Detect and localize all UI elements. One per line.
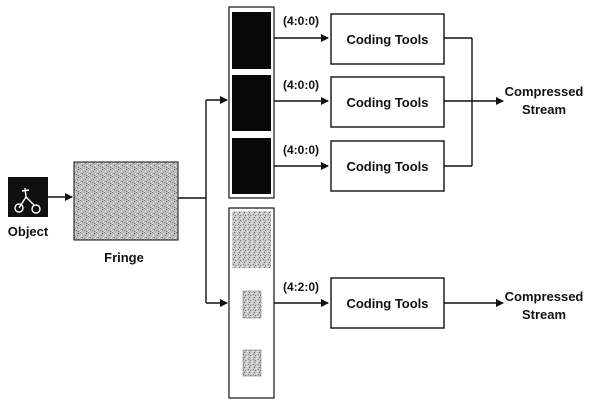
mono-frame-2 <box>232 75 271 131</box>
coding-tools-box-3: Coding Tools <box>331 141 444 191</box>
coding-tools-box-1: Coding Tools <box>331 14 444 64</box>
mono-branch-3: (4:0:0) <box>274 143 328 166</box>
object-node: Object <box>8 177 49 239</box>
mono-branch-2: (4:0:0) <box>274 78 328 101</box>
upper-output-connectors <box>444 38 503 166</box>
lower-compressed-stream-label: Compressed Stream <box>505 289 584 322</box>
mono-format-label-2: (4:0:0) <box>283 78 319 92</box>
coding-tools-label-2: Coding Tools <box>346 95 428 110</box>
coding-tools-label-1: Coding Tools <box>346 32 428 47</box>
fringe-pattern <box>74 162 178 240</box>
object-label: Object <box>8 224 49 239</box>
fringe-node: Fringe <box>74 162 178 265</box>
mono-branch-1: (4:0:0) <box>274 14 328 38</box>
color-format-label: (4:2:0) <box>283 280 319 294</box>
mono-format-label-1: (4:0:0) <box>283 14 319 28</box>
object-image <box>8 177 48 217</box>
color-frame-stack <box>229 208 274 398</box>
fringe-label: Fringe <box>104 250 144 265</box>
chroma-frame-1 <box>243 291 261 318</box>
upper-compressed-stream-label: Compressed Stream <box>505 84 584 117</box>
mono-frame-1 <box>232 12 271 69</box>
lower-output-line-1: Compressed <box>505 289 584 304</box>
mono-frame-3 <box>232 138 271 194</box>
coding-tools-box-4: Coding Tools <box>331 278 444 328</box>
color-branch: (4:2:0) <box>274 280 328 303</box>
chroma-frame-2 <box>243 350 261 376</box>
coding-tools-box-2: Coding Tools <box>331 77 444 127</box>
upper-output-line-1: Compressed <box>505 84 584 99</box>
luma-frame <box>232 211 271 268</box>
mono-frame-stack <box>229 7 274 198</box>
coding-tools-label-3: Coding Tools <box>346 159 428 174</box>
upper-output-line-2: Stream <box>522 102 566 117</box>
mono-format-label-3: (4:0:0) <box>283 143 319 157</box>
coding-tools-label-4: Coding Tools <box>346 296 428 311</box>
lower-output-line-2: Stream <box>522 307 566 322</box>
